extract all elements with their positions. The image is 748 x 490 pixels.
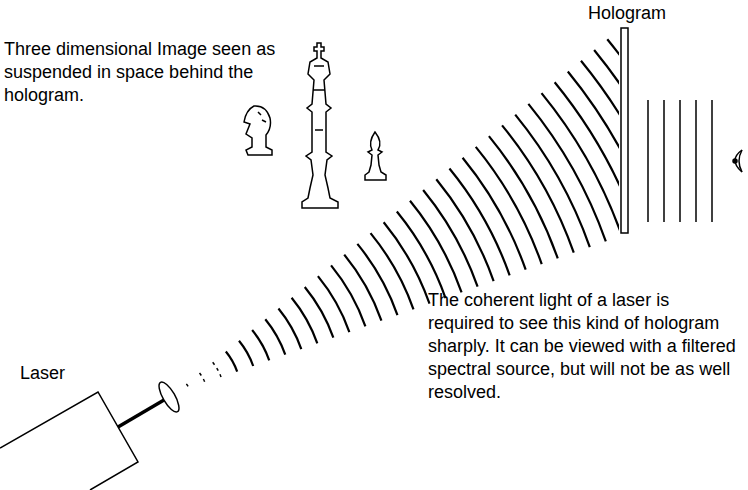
wavefront-arc (436, 179, 493, 281)
wavefront-arc (265, 319, 285, 354)
part-name: Laser (20, 362, 65, 385)
wavefront-arc (423, 190, 477, 287)
wavefront-arc (410, 201, 462, 293)
wavefront-arc (397, 212, 446, 298)
wavefront-arc (239, 341, 253, 366)
wavefront-arc (555, 82, 619, 230)
wavefront-arc (292, 298, 318, 344)
wavefront-arc (607, 39, 619, 207)
wavefront-arc (568, 72, 619, 225)
wavefront-arc (594, 50, 619, 213)
wavefront-arc (542, 93, 619, 236)
wavefront-arc (278, 308, 301, 349)
eye-symbol (733, 150, 742, 172)
wavefront-arc (252, 330, 269, 360)
hologram-plate (621, 28, 628, 233)
wavefront-arc (344, 255, 381, 321)
wavefront-arc (186, 384, 189, 389)
wavefront-arc (305, 287, 334, 338)
wavefront-arc (449, 168, 509, 275)
wavefront-arc (226, 352, 237, 372)
part-name: Hologram (588, 2, 666, 25)
wavefront-arc (200, 373, 206, 383)
wavefront-arc (371, 233, 414, 309)
plane-waves (648, 100, 712, 222)
wavefront-arc (384, 222, 430, 303)
chess-image (244, 43, 386, 208)
laser-body (0, 379, 183, 490)
wavefront-arc (357, 244, 397, 315)
caption-note: The coherent light of a laser is require… (428, 289, 740, 404)
caption-note: Three dimensional Image seen as suspende… (4, 38, 292, 107)
wavefront-arc (331, 265, 365, 326)
wavefront-arc (213, 362, 221, 377)
wavefront-arc (581, 61, 619, 219)
